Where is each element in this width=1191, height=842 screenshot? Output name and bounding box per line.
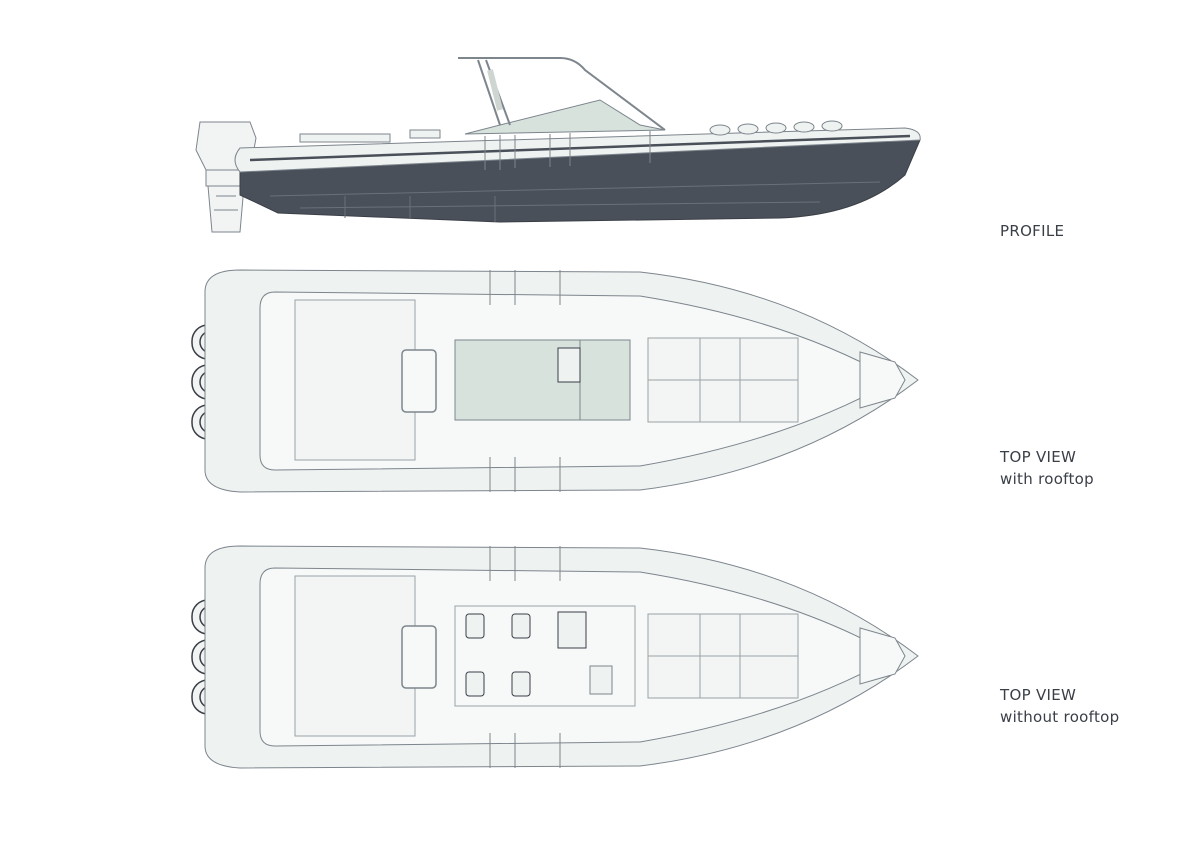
top-view-with-rooftop-title: TOP VIEW (1000, 448, 1077, 466)
top-view-with-rooftop-label: TOP VIEW with rooftop (1000, 446, 1094, 490)
hull-upper (234, 127, 921, 173)
top-view-without-rooftop-subtitle: without rooftop (1000, 708, 1120, 726)
profile-title: PROFILE (1000, 222, 1065, 240)
helm-seats (465, 613, 531, 697)
top-view-without-rooftop-title: TOP VIEW (1000, 686, 1077, 704)
t-top-frame (458, 57, 666, 131)
top-view-without-rooftop-label: TOP VIEW without rooftop (1000, 684, 1119, 728)
windscreen (464, 99, 666, 135)
top-view-with-rooftop-subtitle: with rooftop (1000, 470, 1094, 488)
outboard-engine (195, 121, 257, 233)
profile-label: PROFILE (1000, 220, 1064, 242)
